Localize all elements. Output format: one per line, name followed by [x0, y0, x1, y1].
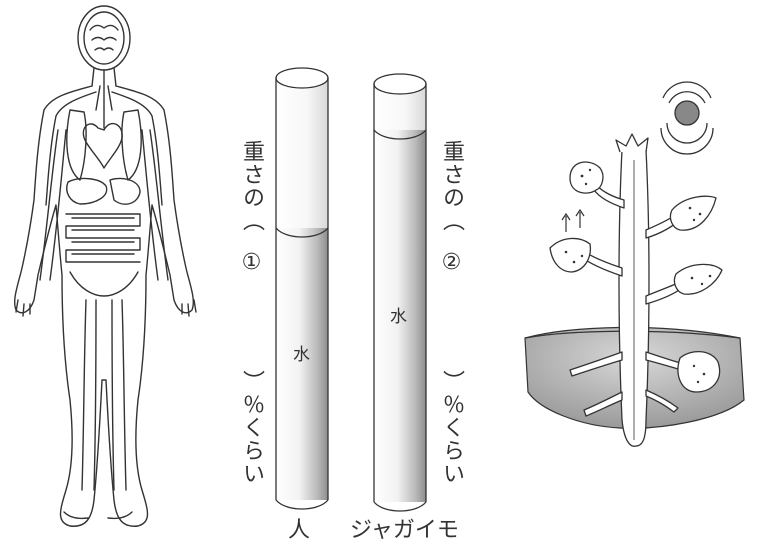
human-water-label: 水 — [293, 340, 310, 365]
human-weight-caption-bottom: ）％くらい — [240, 370, 262, 485]
human-water-cylinder — [276, 68, 328, 509]
potato-blank-number: ② — [440, 250, 462, 276]
potato-weight-caption-top: 重さの（ — [440, 140, 462, 232]
human-weight-caption-top: 重さの（ — [240, 140, 262, 232]
potato-column-label: ジャガイモ — [350, 512, 459, 544]
sun-icon — [661, 82, 713, 154]
potato-plant-illustration — [525, 134, 744, 446]
human-body-illustration — [15, 6, 196, 526]
human-blank-number: ① — [240, 250, 262, 276]
human-column-label: 人 — [288, 512, 310, 544]
potato-weight-caption-bottom: ）％くらい — [440, 370, 462, 485]
potato-water-label: 水 — [390, 302, 407, 327]
potato-water-cylinder — [374, 74, 426, 511]
